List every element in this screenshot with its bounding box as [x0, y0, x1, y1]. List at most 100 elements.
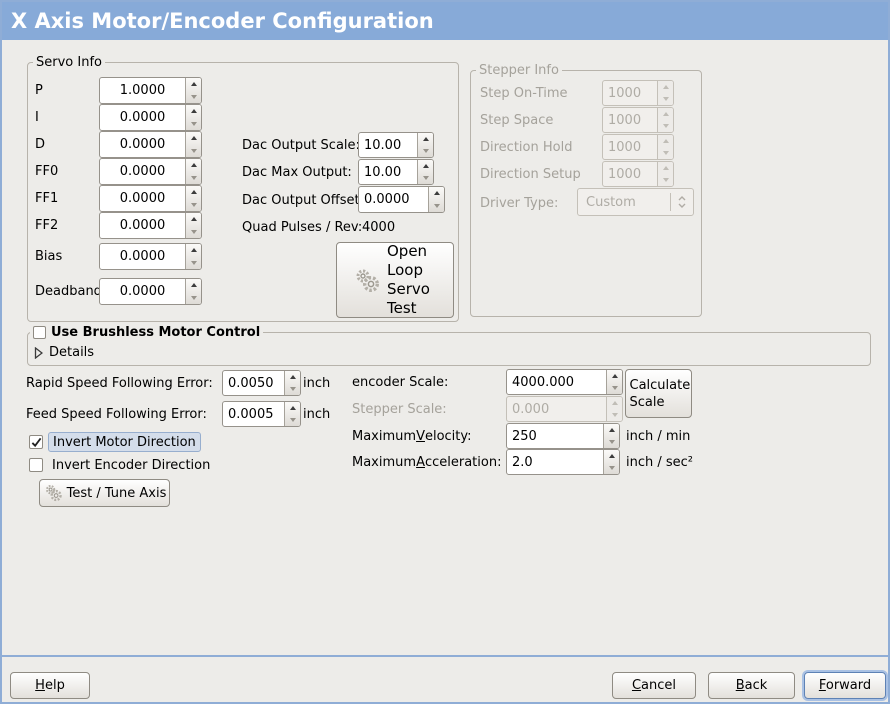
- servo-ff1-input[interactable]: 0.0000: [119, 191, 166, 206]
- use-brushless-checkbox[interactable]: [33, 325, 46, 339]
- spin-up-icon[interactable]: [186, 105, 201, 118]
- max-acceleration-input[interactable]: 2.0: [512, 454, 533, 470]
- spin-up-icon[interactable]: [186, 279, 201, 292]
- spin-up-icon[interactable]: [186, 132, 201, 145]
- spin-up-icon[interactable]: [186, 78, 201, 91]
- servo-i-spinbox[interactable]: 0.0000: [99, 104, 202, 131]
- spin-down-icon[interactable]: [429, 200, 444, 213]
- servo-i-label: I: [35, 110, 39, 125]
- invert-encoder-label[interactable]: Invert Encoder Direction: [52, 457, 211, 473]
- max-acceleration-spinbox[interactable]: 2.0: [506, 449, 620, 475]
- gears-icon: [353, 265, 383, 295]
- servo-d-spinbox[interactable]: 0.0000: [99, 131, 202, 158]
- spin-down-icon[interactable]: [186, 145, 201, 158]
- servo-ff2-label: FF2: [35, 218, 59, 233]
- dac-output-offset-spinbox[interactable]: 0.0000: [358, 186, 445, 213]
- cancel-button[interactable]: Cancel: [612, 672, 696, 699]
- spin-down-icon: [658, 147, 673, 159]
- spin-down-icon[interactable]: [604, 462, 619, 474]
- back-button[interactable]: Back: [708, 672, 795, 699]
- max-velocity-input[interactable]: 250: [512, 428, 537, 444]
- spin-up-icon: [658, 81, 673, 93]
- spin-down-icon[interactable]: [418, 145, 433, 157]
- spin-down-icon[interactable]: [285, 383, 300, 395]
- dac-output-scale-input[interactable]: 10.00: [364, 137, 402, 153]
- dac-max-output-label: Dac Max Output:: [242, 164, 352, 180]
- servo-ff0-input[interactable]: 0.0000: [119, 164, 166, 179]
- calculate-scale-button[interactable]: Calculate Scale: [625, 369, 692, 418]
- dac-max-output-spinbox[interactable]: 10.00: [358, 159, 434, 185]
- spin-up-icon[interactable]: [418, 133, 433, 145]
- spin-up-icon[interactable]: [186, 159, 201, 172]
- quad-pulses-label: Quad Pulses / Rev:: [242, 219, 363, 235]
- spin-down-icon[interactable]: [607, 382, 622, 394]
- step-on-time-spinbox: 1000: [602, 80, 674, 106]
- spin-down-icon: [658, 93, 673, 105]
- encoder-scale-label: encoder Scale:: [352, 374, 449, 390]
- spin-up-icon: [658, 162, 673, 174]
- feed-following-error-input[interactable]: 0.0005: [228, 406, 274, 422]
- servo-bias-spinbox[interactable]: 0.0000: [99, 243, 202, 270]
- dac-max-output-input[interactable]: 10.00: [364, 164, 402, 180]
- invert-motor-checkbox[interactable]: [29, 435, 43, 449]
- spin-down-icon[interactable]: [604, 436, 619, 448]
- stepper-scale-label: Stepper Scale:: [352, 401, 447, 417]
- forward-button[interactable]: Forward: [804, 672, 886, 699]
- spin-up-icon: [658, 135, 673, 147]
- servo-i-input[interactable]: 0.0000: [119, 110, 166, 125]
- spin-down-icon[interactable]: [186, 118, 201, 131]
- servo-ff1-spinbox[interactable]: 0.0000: [99, 185, 202, 212]
- spin-up-icon[interactable]: [604, 450, 619, 462]
- encoder-scale-spinbox[interactable]: 4000.000: [506, 369, 623, 395]
- spin-down-icon[interactable]: [186, 257, 201, 270]
- spin-down-icon[interactable]: [186, 172, 201, 185]
- invert-encoder-checkbox[interactable]: [29, 458, 43, 472]
- servo-ff2-spinbox[interactable]: 0.0000: [99, 212, 202, 239]
- back-button-label: Back: [735, 678, 768, 693]
- rapid-following-error-input[interactable]: 0.0050: [228, 375, 274, 391]
- rapid-following-error-spinbox[interactable]: 0.0050: [222, 370, 301, 396]
- open-loop-servo-test-button[interactable]: Open Loop Servo Test: [336, 242, 454, 318]
- details-expander[interactable]: Details: [34, 344, 94, 361]
- spin-up-icon[interactable]: [604, 424, 619, 436]
- spin-up-icon[interactable]: [285, 371, 300, 383]
- encoder-scale-input[interactable]: 4000.000: [512, 374, 575, 390]
- test-tune-axis-button[interactable]: Test / Tune Axis: [39, 479, 170, 507]
- spin-down-icon[interactable]: [186, 292, 201, 305]
- step-on-time-input: 1000: [608, 85, 642, 101]
- servo-info-frame: [27, 62, 459, 322]
- servo-d-input[interactable]: 0.0000: [119, 137, 166, 152]
- spin-up-icon[interactable]: [429, 187, 444, 200]
- dac-output-offset-input[interactable]: 0.0000: [364, 192, 410, 207]
- servo-bias-input[interactable]: 0.0000: [119, 249, 166, 264]
- feed-following-error-spinbox[interactable]: 0.0005: [222, 401, 301, 427]
- spin-up-icon[interactable]: [285, 402, 300, 414]
- direction-setup-spinbox: 1000: [602, 161, 674, 187]
- spin-up-icon[interactable]: [418, 160, 433, 172]
- max-velocity-spinbox[interactable]: 250: [506, 423, 620, 449]
- step-space-input: 1000: [608, 112, 642, 128]
- help-button[interactable]: Help: [10, 672, 90, 699]
- servo-p-input[interactable]: 1.0000: [119, 83, 166, 98]
- spin-up-icon[interactable]: [607, 370, 622, 382]
- triangle-right-icon: [34, 346, 43, 359]
- feed-following-error-unit: inch: [303, 406, 331, 422]
- servo-p-spinbox[interactable]: 1.0000: [99, 77, 202, 104]
- servo-deadband-spinbox[interactable]: 0.0000: [99, 278, 202, 305]
- spin-down-icon[interactable]: [285, 414, 300, 426]
- spin-down-icon[interactable]: [186, 226, 201, 239]
- dac-output-scale-spinbox[interactable]: 10.00: [358, 132, 434, 158]
- invert-motor-label[interactable]: Invert Motor Direction: [48, 432, 201, 452]
- spin-down-icon[interactable]: [418, 172, 433, 184]
- rapid-following-error-unit: inch: [303, 375, 331, 391]
- spin-down-icon[interactable]: [186, 199, 201, 212]
- spin-down-icon[interactable]: [186, 91, 201, 104]
- spin-up-icon[interactable]: [186, 186, 201, 199]
- servo-deadband-input[interactable]: 0.0000: [119, 284, 166, 299]
- spin-up-icon[interactable]: [186, 244, 201, 257]
- spin-up-icon[interactable]: [186, 213, 201, 226]
- servo-ff0-spinbox[interactable]: 0.0000: [99, 158, 202, 185]
- servo-ff2-input[interactable]: 0.0000: [119, 218, 166, 233]
- servo-p-label: P: [35, 83, 43, 98]
